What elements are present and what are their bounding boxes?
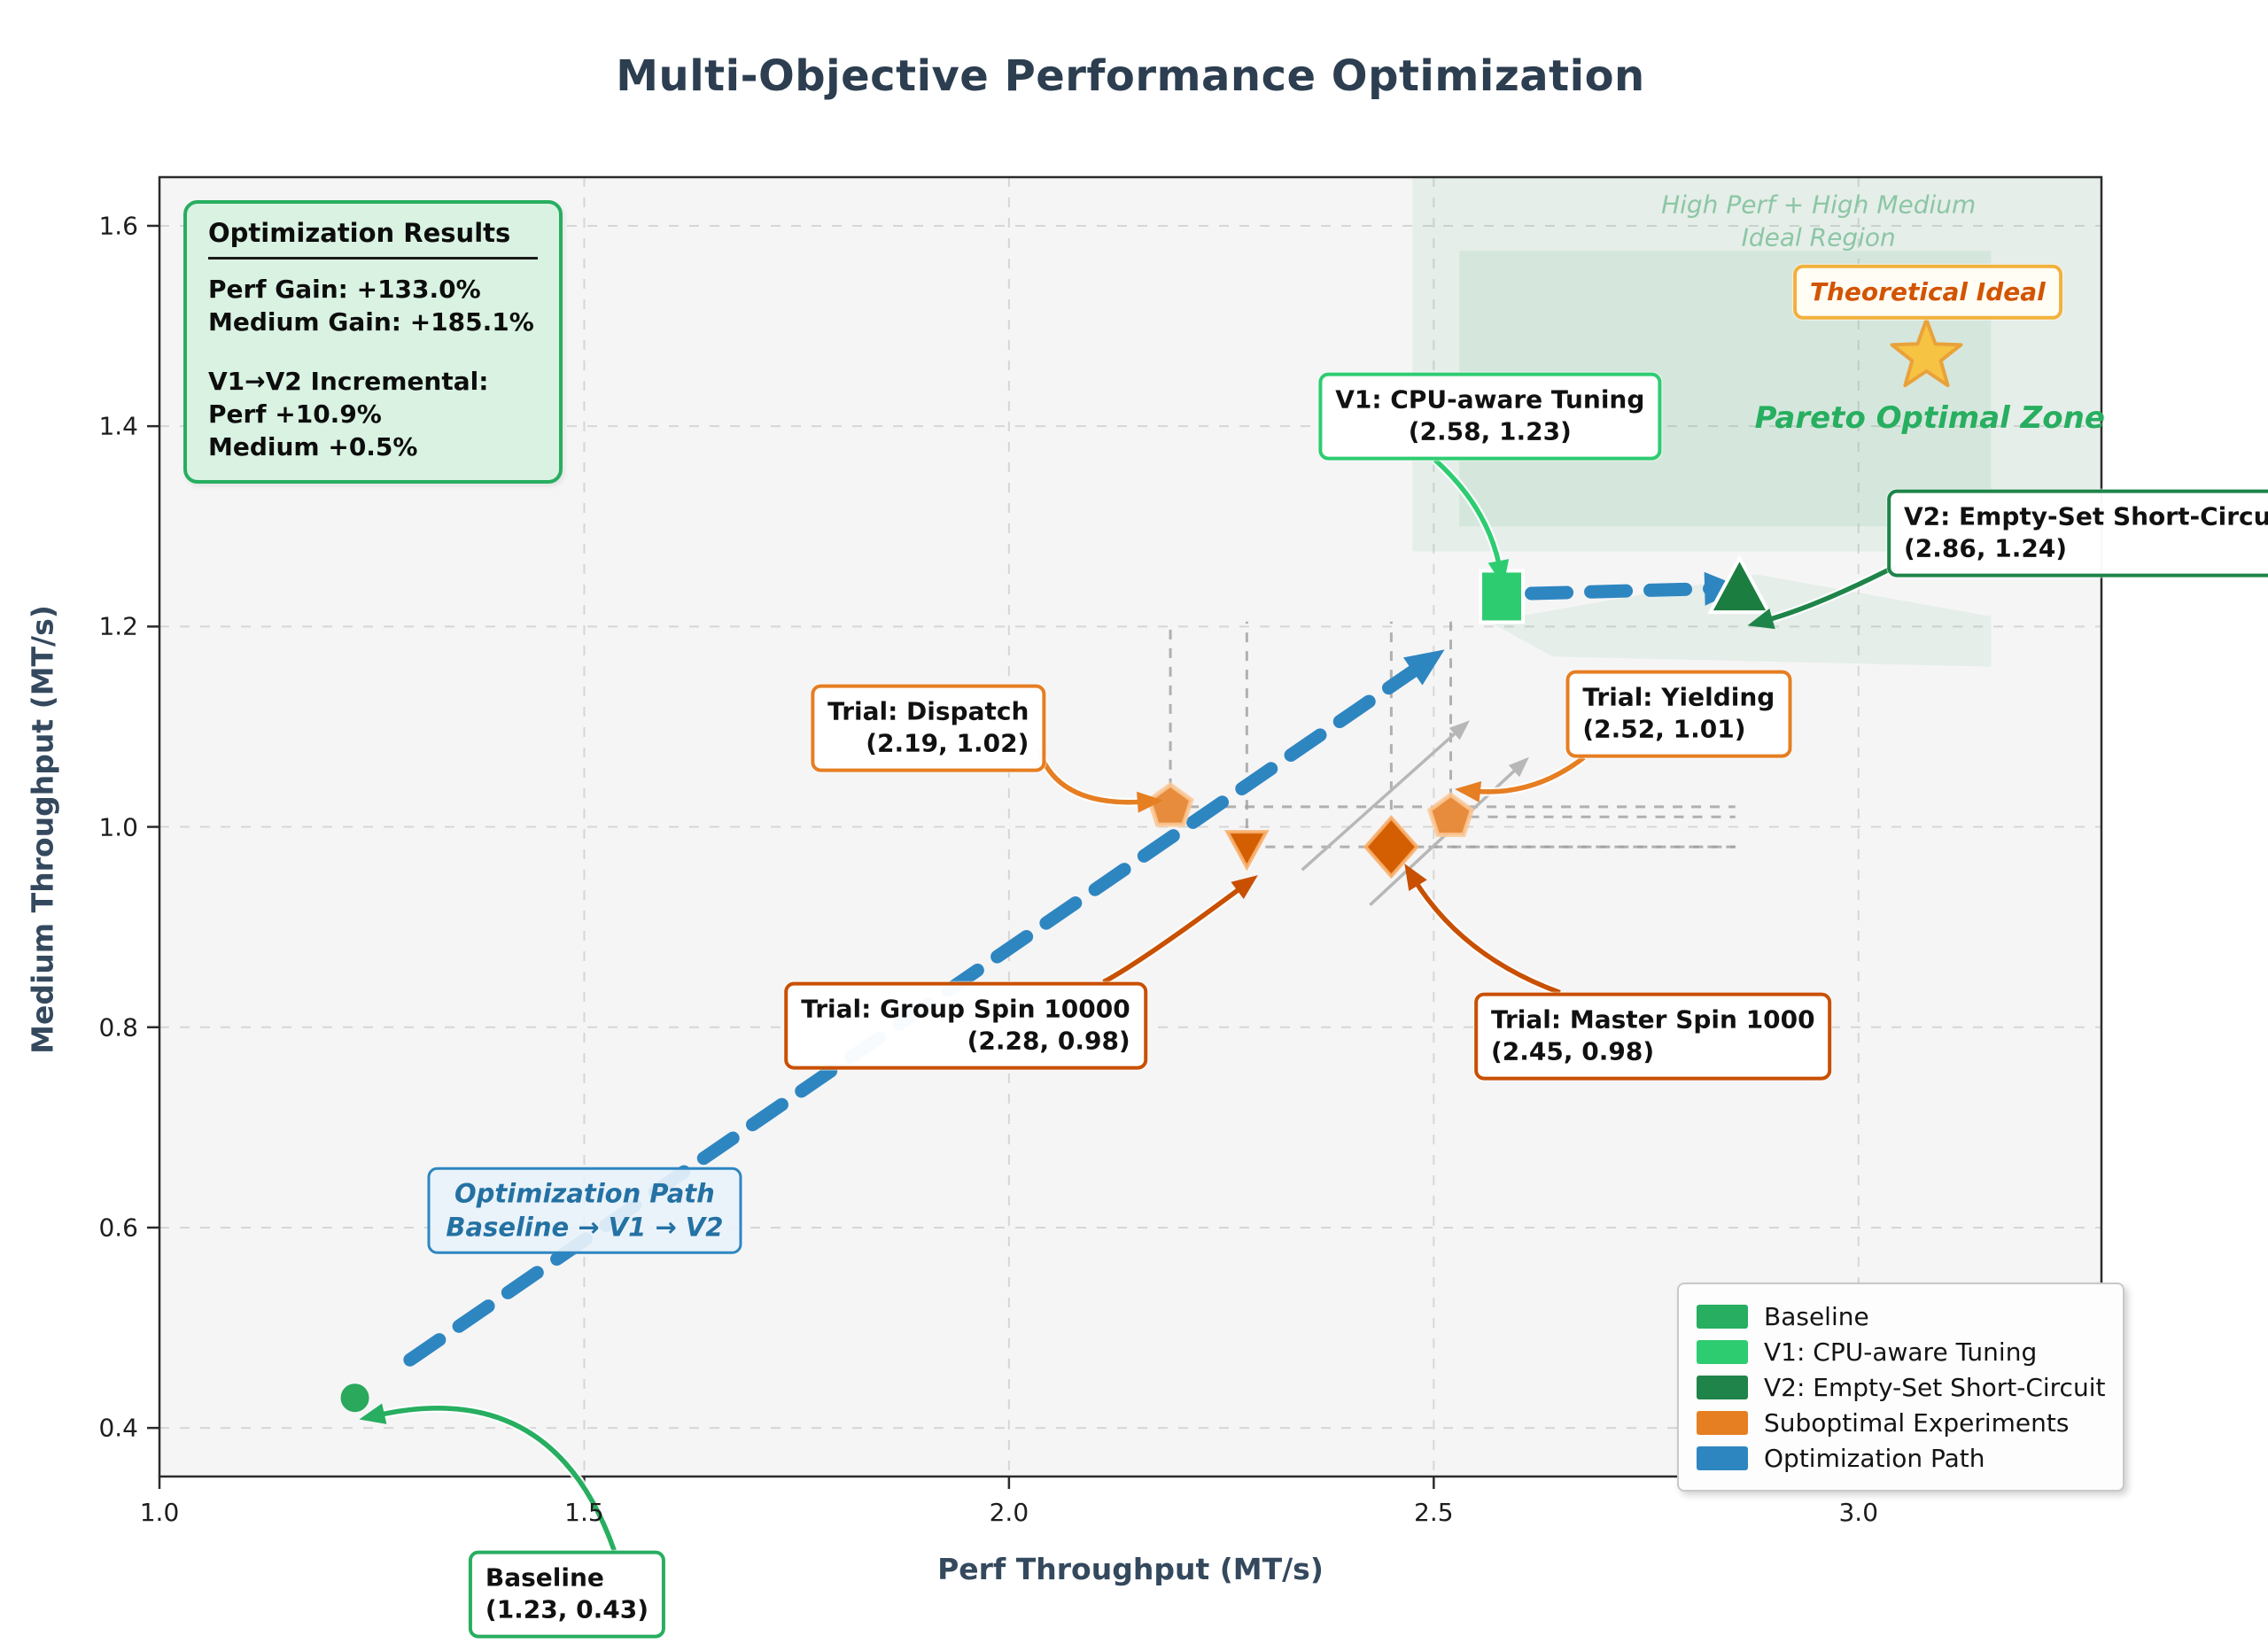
pareto-zone-label: Pareto Optimal Zone <box>1755 399 2105 438</box>
legend-item: V1: CPU-aware Tuning <box>1697 1334 2105 1369</box>
star-marker <box>1890 317 1963 388</box>
legend-swatch <box>1697 1375 1748 1399</box>
y-tick-label: 0.8 <box>98 1012 138 1043</box>
path-label-line: Optimization Path <box>454 1178 715 1209</box>
annotation-line: Trial: Yielding <box>1582 682 1775 712</box>
legend-label: V2: Empty-Set Short-Circuit <box>1764 1372 2106 1402</box>
leader-arrow-head <box>1487 559 1510 586</box>
optimization-path-arrowhead <box>1402 649 1445 686</box>
legend-swatch <box>1697 1304 1748 1329</box>
zone-label-line: Ideal Region <box>1741 222 1896 252</box>
annotation-v1: V1: CPU-aware Tuning(2.58, 1.23) <box>1318 372 1662 461</box>
leader-arrow <box>376 1406 617 1552</box>
annotation-line: (2.58, 1.23) <box>1408 416 1572 446</box>
results-spacer <box>208 339 538 366</box>
legend-item: Suboptimal Experiments <box>1697 1405 2105 1440</box>
leader-arrow-head <box>1404 863 1427 891</box>
annotation-line: (1.23, 0.43) <box>485 1595 649 1624</box>
legend-swatch <box>1697 1446 1748 1470</box>
legend-label: Suboptimal Experiments <box>1764 1407 2070 1438</box>
optimization-path-dashes <box>1525 581 1724 601</box>
y-tick-label: 1.6 <box>98 211 138 241</box>
annotation-line: (2.45, 0.98) <box>1490 1037 1655 1067</box>
annotation-line: (2.52, 1.01) <box>1582 714 1746 744</box>
y-tick-label: 1.0 <box>98 812 138 842</box>
legend-item: Optimization Path <box>1697 1440 2105 1476</box>
legend-item: Baseline <box>1697 1298 2105 1334</box>
annotation-yielding: Trial: Yielding(2.52, 1.01) <box>1565 670 1792 758</box>
circle-marker <box>340 1384 369 1413</box>
annotation-theoretical-ideal: Theoretical Ideal <box>1792 264 2062 321</box>
path-label-line: Baseline → V1 → V2 <box>446 1212 724 1243</box>
leader-arrow-head <box>1137 791 1163 813</box>
x-tick-label: 3.0 <box>1838 1498 1879 1527</box>
results-line: Medium +0.5% <box>208 431 418 461</box>
x-tick-label: 1.5 <box>564 1498 604 1527</box>
results-underline <box>208 257 538 260</box>
legend-label: Optimization Path <box>1764 1443 1985 1473</box>
pareto-zone-wedge <box>1488 574 1992 667</box>
x-tick-label: 1.0 <box>139 1498 180 1527</box>
x-tick-label: 2.0 <box>989 1498 1029 1527</box>
leader-arrow-head <box>1747 608 1775 630</box>
annotation-line: Trial: Group Spin 10000 <box>801 994 1130 1024</box>
gray-arrow-head <box>1508 756 1529 778</box>
results-title: Optimization Results <box>208 218 511 248</box>
y-tick-label: 1.2 <box>98 611 138 641</box>
zone-label-line: Pareto Optimal Zone <box>1754 400 2105 437</box>
leader-arrow-head <box>359 1403 387 1424</box>
x-tick-label: 2.5 <box>1414 1498 1454 1527</box>
y-axis-label: Medium Throughput (MT/s) <box>25 605 60 1054</box>
x-axis-label: Perf Throughput (MT/s) <box>937 1552 1324 1586</box>
leader-arrow <box>1433 458 1503 570</box>
results-line: Perf +10.9% <box>208 399 382 429</box>
results-line: Medium Gain: +185.1% <box>208 306 534 337</box>
legend-item: V2: Empty-Set Short-Circuit <box>1697 1369 2105 1405</box>
annotation-line: V2: Empty-Set Short-Circuit <box>1903 501 2268 531</box>
legend-swatch <box>1697 1410 1748 1435</box>
leader-arrow <box>1411 877 1561 996</box>
annotation-line: (2.28, 0.98) <box>967 1027 1130 1057</box>
annotation-line: (2.86, 1.24) <box>1903 533 2068 563</box>
leader-arrow-head <box>1231 875 1258 900</box>
annotation-line: Trial: Dispatch <box>827 696 1029 726</box>
leader-arrow-head <box>1454 780 1482 802</box>
annotation-line: Trial: Master Spin 1000 <box>1490 1004 1815 1035</box>
annotation-masterspin: Trial: Master Spin 1000(2.45, 0.98) <box>1473 992 1832 1081</box>
annotation-line: Theoretical Ideal <box>1809 276 2046 306</box>
gray-arrow-head <box>1449 720 1471 740</box>
triangle-up-marker <box>1707 554 1772 615</box>
y-tick-label: 0.4 <box>98 1413 138 1443</box>
annotation-groupspin: Trial: Group Spin 10000(2.28, 0.98) <box>784 981 1147 1070</box>
legend-swatch <box>1697 1339 1748 1364</box>
y-tick-label: 0.6 <box>98 1213 138 1243</box>
results-line: Perf Gain: +133.0% <box>208 275 481 304</box>
annotation-dispatch: Trial: Dispatch(2.19, 1.02) <box>811 684 1046 772</box>
leader-arrow <box>1102 883 1246 985</box>
pareto-zone-shade <box>1412 177 2101 552</box>
zone-label-line: High Perf + High Medium <box>1661 190 1977 221</box>
chart-title: Multi-Objective Performance Optimization <box>616 51 1645 101</box>
leader-arrow <box>1764 564 1897 624</box>
annotation-line: V1: CPU-aware Tuning <box>1335 384 1645 415</box>
results-line: V1→V2 Incremental: <box>208 366 489 396</box>
diamond-marker <box>1363 815 1420 880</box>
y-tick-label: 1.4 <box>98 411 138 441</box>
annotation-baseline: Baseline(1.23, 0.43) <box>468 1550 666 1639</box>
annotation-v2: V2: Empty-Set Short-Circuit(2.86, 1.24) <box>1886 489 2268 577</box>
pentagon-marker <box>1426 792 1475 837</box>
legend-label: V1: CPU-aware Tuning <box>1764 1337 2038 1367</box>
annotation-line: Baseline <box>485 1562 604 1593</box>
legend-label: Baseline <box>1764 1301 1869 1331</box>
annotation-line: (2.19, 1.02) <box>866 729 1029 759</box>
triangle-down-marker <box>1223 830 1270 872</box>
gray-arrow <box>1301 728 1461 872</box>
leader-arrow <box>1472 756 1586 794</box>
